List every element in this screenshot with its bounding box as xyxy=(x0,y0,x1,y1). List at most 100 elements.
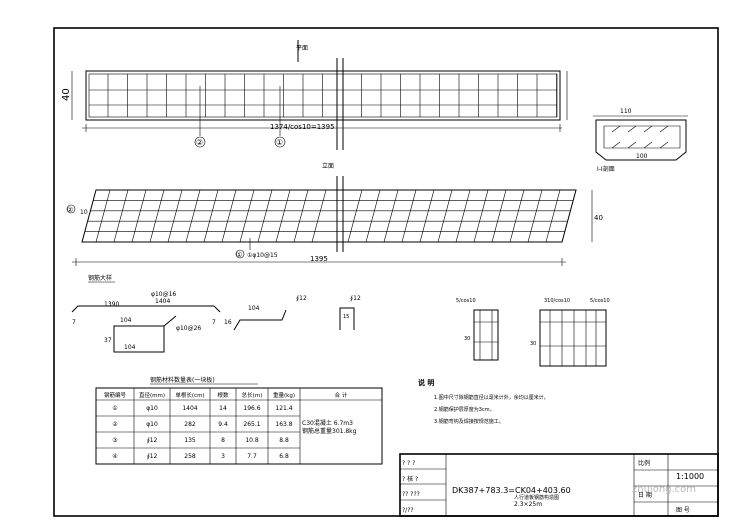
watermark: zhulong.com xyxy=(632,484,697,495)
detail-a-top: 5/cos10 xyxy=(456,298,476,304)
tb-main-title: DK387+783.3=CK04+403.60 xyxy=(452,486,571,495)
table-title: 钢筋材料数量表(一块板) xyxy=(150,376,215,384)
table-cell: 9.4 xyxy=(218,420,228,428)
table-cell: ∮12 xyxy=(146,452,158,460)
bar3-top: ∮12 xyxy=(296,295,307,302)
bar1-end-right: 7 xyxy=(212,319,216,326)
tb-sheet: 图 号 xyxy=(676,507,690,514)
rebar-line xyxy=(545,189,561,243)
elev-marker-1: ① xyxy=(236,251,242,259)
rebar-line xyxy=(311,189,327,243)
bar3-dim: 104 xyxy=(248,305,260,312)
elev-height-dim: 40 xyxy=(594,214,603,222)
titleblock-main: DK387+783.3=CK04+403.60 人行道板钢筋构造图 2.3×25… xyxy=(452,486,630,508)
table-cell: 121.4 xyxy=(275,404,293,412)
rebar-line xyxy=(275,189,291,243)
table-cell: ③ xyxy=(112,436,118,444)
col-count: 根数 xyxy=(217,393,229,399)
tb-row-1: ? ? ? xyxy=(402,460,416,467)
tb-row-3: ?? ??? xyxy=(402,491,420,498)
rebar-line xyxy=(509,189,525,243)
table-header-row: 钢筋编号 直径(mm) 单根长(cm) 根数 总长(m) 重量(kg) 合 计 xyxy=(96,391,382,401)
rebar-detail-label: 钢筋大样 xyxy=(88,274,112,282)
elev-marker-2: ② xyxy=(67,206,73,214)
tb-scale-value: 1:1000 xyxy=(676,472,705,481)
table-cell: ④ xyxy=(112,452,118,460)
titleblock-left: ? ? ? ? 核 ? ?? ??? ?/?? xyxy=(402,456,444,518)
bar1-total: 1404 xyxy=(155,298,170,305)
table-cell: 3 xyxy=(221,452,225,460)
note-1: 1.图中尺寸除钢筋直径以毫米计外，余均以厘米计。 xyxy=(434,395,549,401)
col-unit-length: 单根长(cm) xyxy=(175,393,205,399)
elev-bar-note: ①φ10@15 xyxy=(247,252,278,259)
rebar-line xyxy=(167,189,183,243)
col-weight: 重量(kg) xyxy=(273,393,295,399)
rebar-line xyxy=(401,189,417,243)
table-cell: 265.1 xyxy=(243,420,261,428)
bar1-note: φ10@16 xyxy=(151,291,176,298)
rebar-line xyxy=(257,189,273,243)
elev-side-dim: 10 xyxy=(80,209,88,216)
rebar-details: 钢筋大样 φ10@16 1404 1390 7 7 104 φ10@26 37 … xyxy=(71,274,361,353)
plan-view: 平面 40 1374/cos10=1395 ② ① xyxy=(61,40,568,150)
rebar-line xyxy=(95,189,111,243)
col-bar-no: 钢筋编号 xyxy=(103,393,126,399)
rebar-line xyxy=(437,189,453,243)
tb-sub-title: 人行道板钢筋构造图 xyxy=(514,495,560,501)
bar4-top: ∮12 xyxy=(350,295,361,302)
table-cell: 6.8 xyxy=(279,452,289,460)
material-table: 钢筋材料数量表(一块板) xyxy=(95,376,383,465)
rebar-line xyxy=(365,189,381,243)
elevation-view: 立面 ② 10 40 ① ①φ10@15 1395 xyxy=(66,162,603,266)
table-cell: 1404 xyxy=(182,404,198,412)
notes-title: 说 明 xyxy=(418,379,435,387)
bar2-note: φ10@26 xyxy=(176,325,201,332)
table-cell: 258 xyxy=(184,452,196,460)
small-details: 5/cos10 30 310/cos10 5/cos10 30 xyxy=(456,298,610,367)
bar1-end-left: 7 xyxy=(72,319,76,326)
rebar-line xyxy=(203,189,219,243)
section-bottom-dim: 100 xyxy=(636,153,648,160)
tb-date-label: 日 期 xyxy=(638,492,652,499)
table-cell: 282 xyxy=(184,420,196,428)
bar2-side: 37 xyxy=(104,337,112,344)
table-cell: ① xyxy=(112,404,118,412)
table-cell: 8 xyxy=(221,436,225,444)
detail-b-side: 30 xyxy=(530,341,536,347)
tb-row-4: ?/?? xyxy=(402,506,414,514)
rebar-line xyxy=(491,189,507,243)
plan-length-dim: 1374/cos10=1395 xyxy=(270,123,335,131)
detail-a-side: 30 xyxy=(464,336,470,342)
col-diameter: 直径(mm) xyxy=(138,393,165,399)
plan-marker-2: ② xyxy=(196,138,203,147)
section-top-dim: 110 xyxy=(620,108,632,115)
table-cell: ∮12 xyxy=(146,436,158,444)
elev-length-dim: 1395 xyxy=(310,255,328,263)
plan-label: 平面 xyxy=(296,45,308,52)
title-block xyxy=(399,453,719,517)
table-cell: φ10 xyxy=(146,404,158,412)
bar1-length: 1390 xyxy=(104,301,119,308)
total-steel: 钢筋总重量301.8kg xyxy=(302,428,357,435)
table-cell: 135 xyxy=(184,436,196,444)
rebar-line xyxy=(149,189,165,243)
table-cell: ② xyxy=(112,420,118,428)
plan-marker-1: ① xyxy=(276,138,283,147)
rebar-line xyxy=(221,189,237,243)
detail-b-top: 310/cos10 xyxy=(544,298,570,304)
rebar-line xyxy=(347,189,363,243)
table-cell: 8.8 xyxy=(279,436,289,444)
detail-b-right: 5/cos10 xyxy=(590,298,610,304)
bar2-bottom: 104 xyxy=(124,344,136,351)
note-2: 2.钢筋保护层厚度为3cm。 xyxy=(434,407,495,413)
note-3: 3.钢筋弯钩及焊接按规范施工。 xyxy=(434,419,504,425)
tb-sub-title2: 2.3×25m xyxy=(514,501,543,508)
sheet-border xyxy=(53,27,719,517)
table-total-cell: C30混凝土 6.7m3 钢筋总重量301.8kg xyxy=(302,420,382,436)
section-view: 110 100 I-I剖面 xyxy=(593,108,688,173)
tb-row-2: ? 核 ? xyxy=(402,475,419,483)
